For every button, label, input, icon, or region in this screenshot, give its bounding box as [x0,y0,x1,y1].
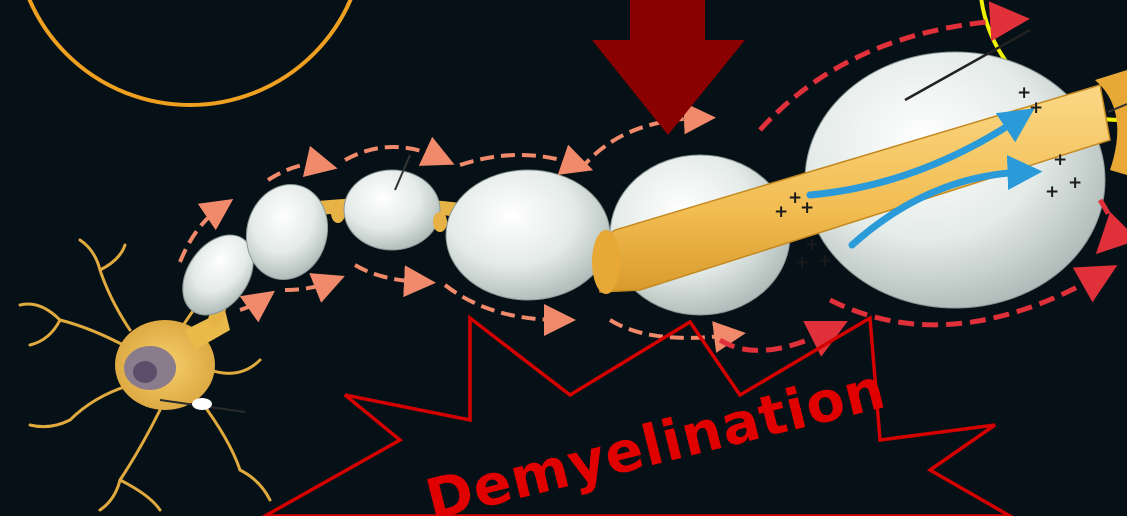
plus-sign: + [795,253,809,273]
myelin-sheaths-small [168,155,610,328]
plus-sign: + [818,251,832,271]
plus-sign: + [800,198,814,218]
plus-sign: + [1029,98,1043,118]
demyelination-label: Demyelination [420,357,892,516]
highlight-circle-left [15,0,365,105]
plus-sign: + [774,202,788,222]
pointer-arrow [592,0,745,135]
plus-sign: + [1068,173,1082,193]
plus-sign: + [1045,182,1059,202]
plus-sign: + [1053,150,1067,170]
